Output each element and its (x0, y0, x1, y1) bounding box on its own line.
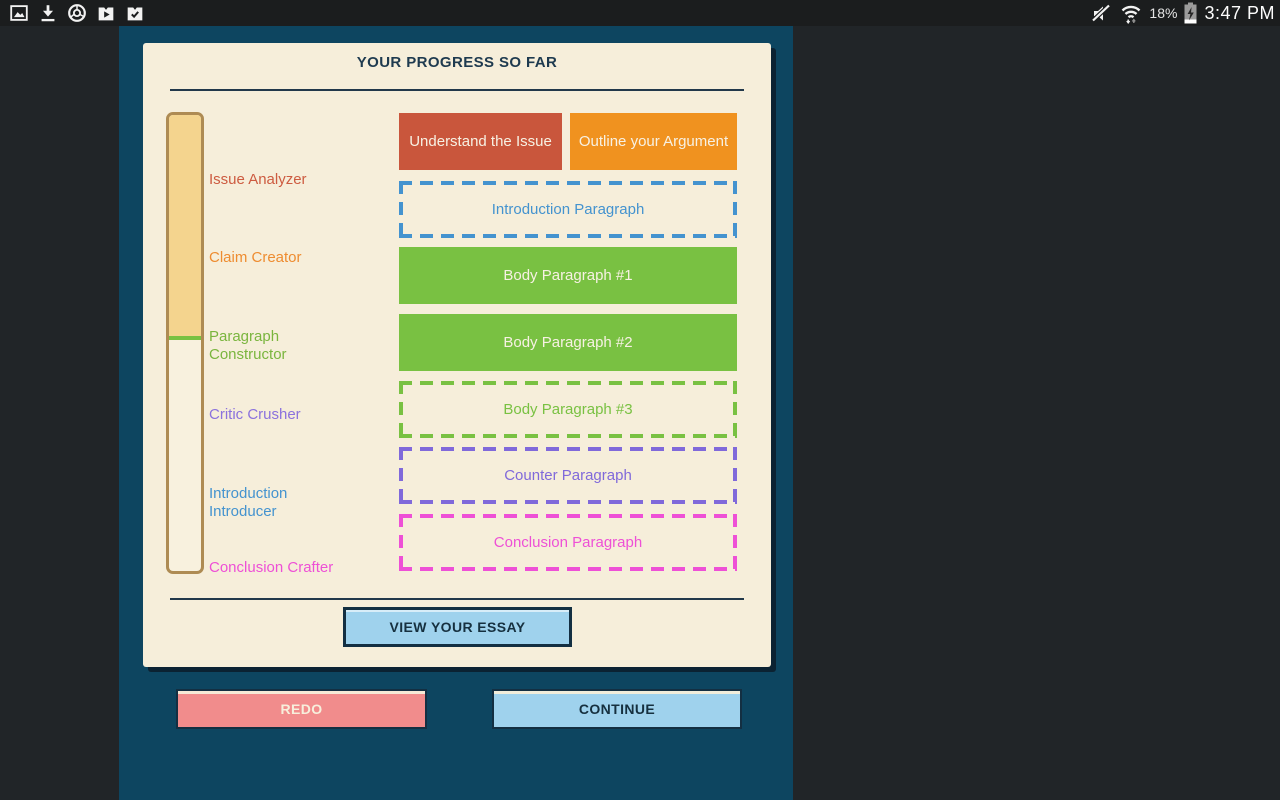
stage-label-conclusion-crafter: Conclusion Crafter (209, 559, 334, 576)
battery-charging-icon (1184, 2, 1197, 24)
progress-meter-fill (169, 115, 201, 337)
block-counter-paragraph: Counter Paragraph (399, 447, 737, 504)
stage-label-critic-crusher: Critic Crusher (209, 406, 301, 423)
app-stage: YOUR PROGRESS SO FAR Issue Analyzer Clai… (119, 26, 793, 800)
progress-meter-marker (169, 336, 201, 341)
gallery-icon (10, 5, 28, 21)
notification-icons (0, 2, 146, 24)
battery-percent: 18% (1149, 5, 1178, 21)
panel-title: YOUR PROGRESS SO FAR (356, 54, 558, 71)
clock: 3:47 PM (1204, 2, 1275, 23)
continue-button[interactable]: CONTINUE (492, 689, 742, 729)
stage-label-introduction-introducer: Introduction Introducer (209, 485, 288, 520)
view-your-essay-button[interactable]: VIEW YOUR ESSAY (343, 607, 572, 647)
progress-panel: YOUR PROGRESS SO FAR Issue Analyzer Clai… (143, 43, 771, 667)
block-body-paragraph-2: Body Paragraph #2 (399, 314, 737, 371)
chrome-icon (68, 4, 86, 22)
block-outline-your-argument: Outline your Argument (570, 113, 737, 170)
stage-label-issue-analyzer: Issue Analyzer (209, 171, 307, 188)
download-icon (41, 5, 55, 22)
block-body-paragraph-1: Body Paragraph #1 (399, 247, 737, 304)
block-introduction-paragraph: Introduction Paragraph (399, 181, 737, 238)
divider (170, 89, 744, 91)
volume-muted-icon (1091, 3, 1111, 23)
block-body-paragraph-3: Body Paragraph #3 (399, 381, 737, 438)
play-store-icon (98, 7, 114, 21)
stage-label-claim-creator: Claim Creator (209, 249, 302, 266)
system-status-icons: 18% 3:47 PM (1089, 1, 1280, 25)
stage-label-paragraph-constructor: Paragraph Constructor (209, 328, 287, 363)
progress-meter (166, 112, 204, 574)
divider (170, 598, 744, 600)
wifi-icon (1122, 5, 1141, 24)
block-conclusion-paragraph: Conclusion Paragraph (399, 514, 737, 571)
android-status-bar: 18% 3:47 PM (0, 0, 1280, 26)
redo-button[interactable]: REDO (176, 689, 427, 729)
block-understand-the-issue: Understand the Issue (399, 113, 562, 170)
bag-check-icon (127, 7, 143, 21)
